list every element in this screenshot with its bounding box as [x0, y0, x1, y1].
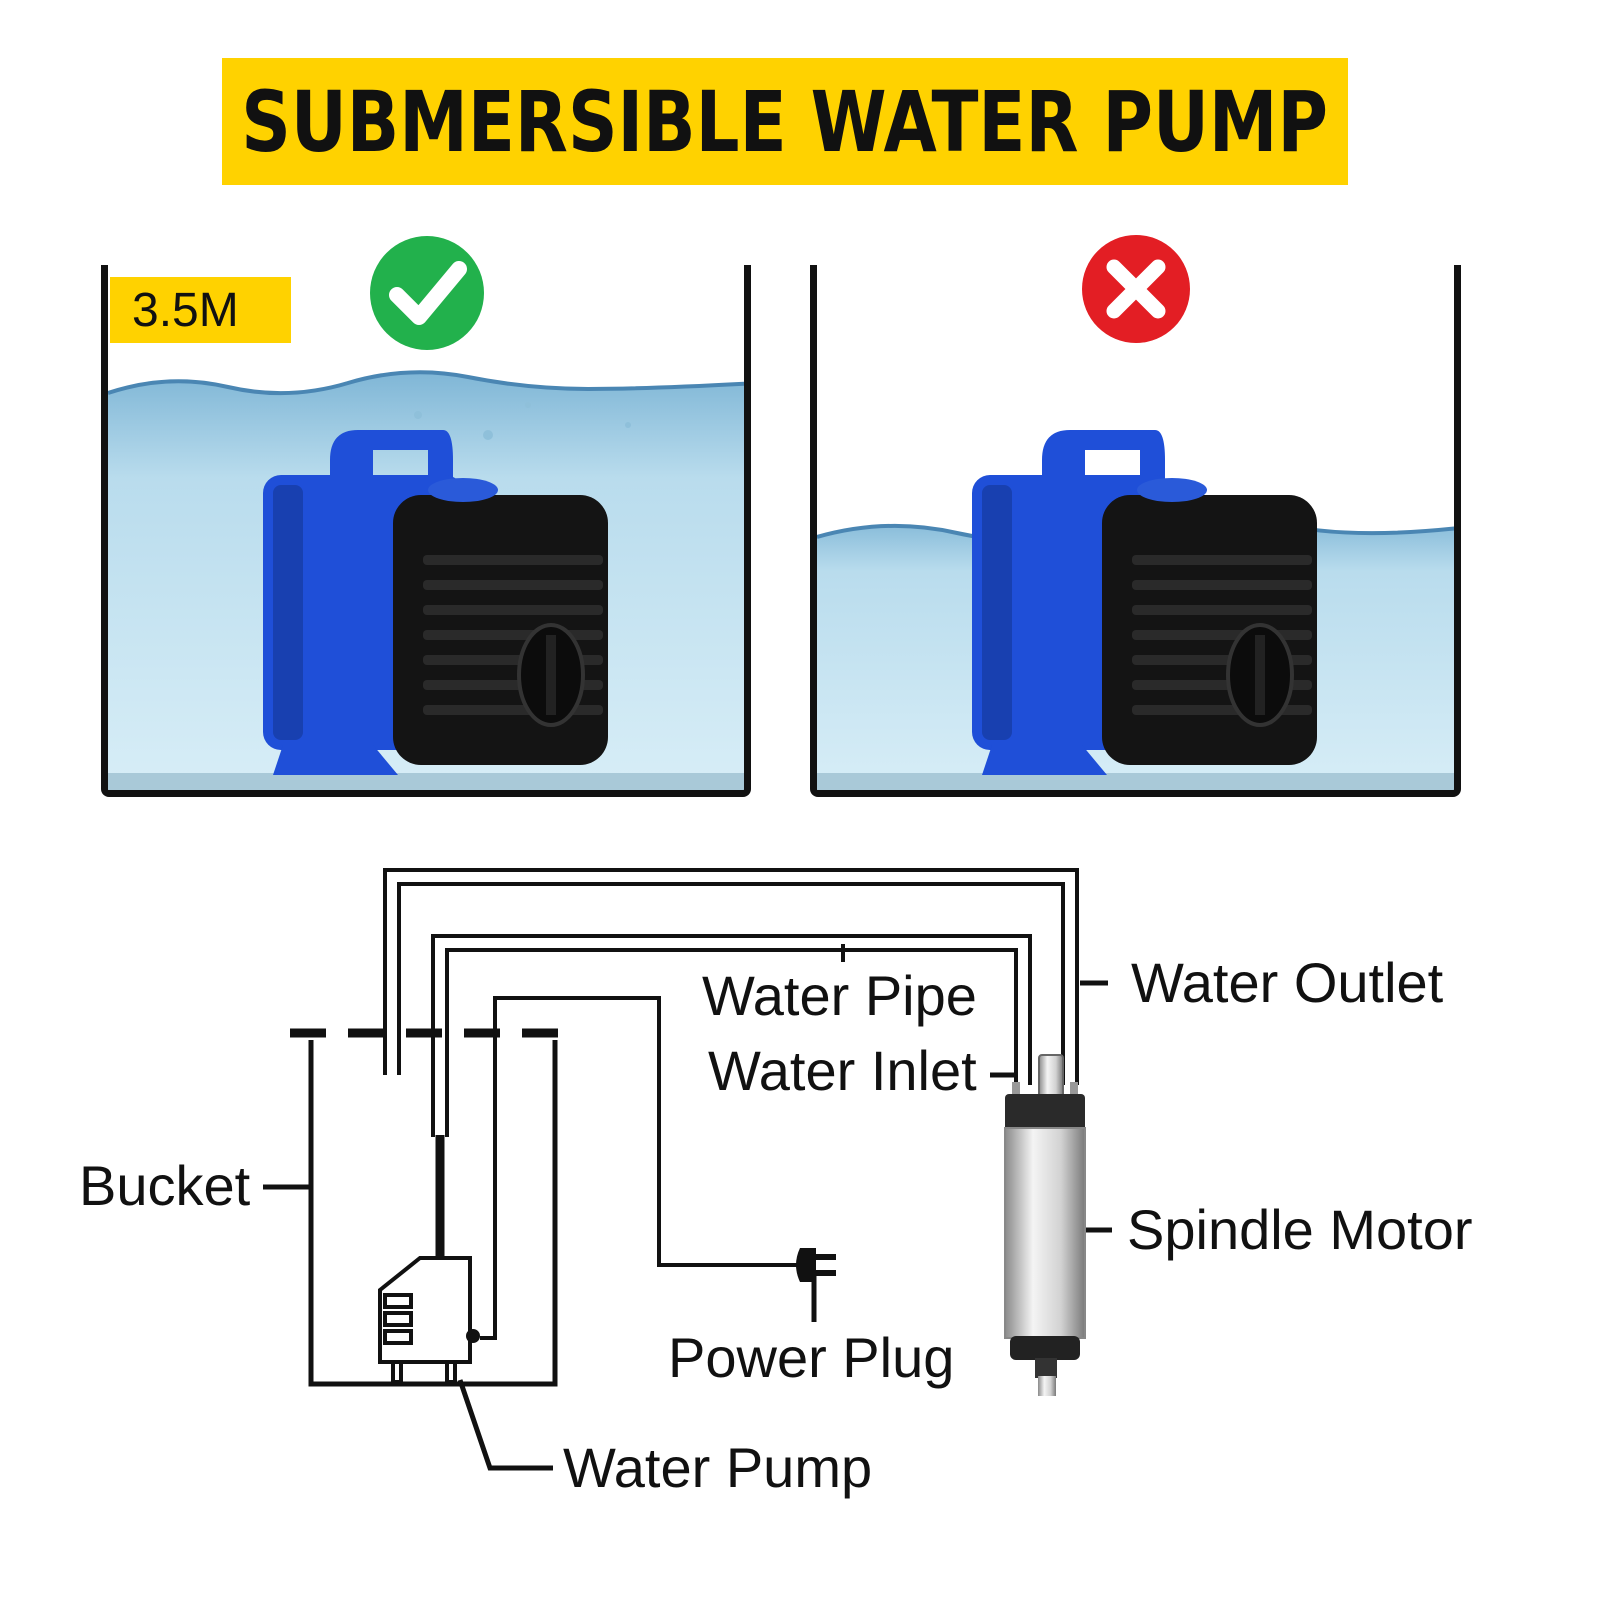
check-circle-icon — [370, 236, 484, 350]
tank-floor — [817, 773, 1454, 790]
power-cable — [480, 996, 800, 1340]
page-title: SUBMERSIBLE WATER PUMP — [241, 72, 1329, 171]
water-inlet-label: Water Inlet — [708, 1039, 977, 1102]
outlet-pipe-outer — [383, 868, 1079, 1085]
submerged-scene — [108, 370, 744, 790]
water-pump-image — [263, 430, 608, 775]
power-plug-label: Power Plug — [668, 1326, 955, 1389]
partially-submerged-scene — [817, 430, 1454, 790]
x-circle-icon — [1082, 235, 1190, 343]
water-pump-label: Water Pump — [563, 1436, 873, 1499]
title-banner: SUBMERSIBLE WATER PUMP — [222, 58, 1348, 185]
bucket-label: Bucket — [79, 1154, 251, 1217]
plug-icon — [796, 1248, 836, 1282]
water-pump-image — [972, 430, 1317, 775]
tank-floor — [108, 773, 744, 790]
bucket-outline — [308, 1040, 558, 1387]
spindle-motor-image — [1004, 1054, 1086, 1396]
installation-schematic — [263, 868, 1112, 1471]
pump-symbol — [378, 1256, 480, 1384]
depth-label: 3.5M — [110, 277, 291, 343]
tank-incorrect — [810, 265, 1461, 797]
water-pipe-label: Water Pipe — [702, 964, 977, 1027]
tank-correct — [101, 265, 751, 797]
inlet-pipe-inner — [445, 948, 1018, 1137]
outlet-pipe-inner — [397, 882, 1065, 1085]
water-surface — [108, 370, 744, 396]
water-outlet-label: Water Outlet — [1131, 951, 1444, 1014]
spindle-motor-label: Spindle Motor — [1127, 1198, 1473, 1261]
